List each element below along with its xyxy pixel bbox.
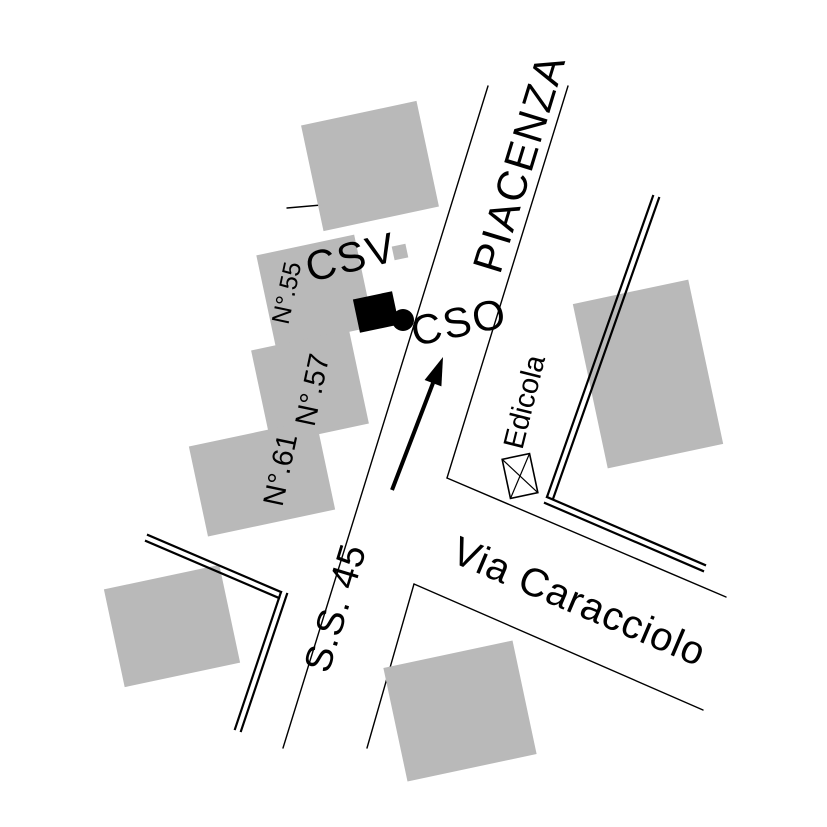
location-marker-square (352, 291, 400, 333)
building-n61 (188, 419, 336, 537)
road-edge-main-right-upper (446, 85, 569, 479)
fence-left-line (239, 592, 289, 733)
road-edge-main-left (282, 85, 489, 749)
label-edicola: Edicola (498, 351, 552, 452)
fence-left (144, 533, 289, 733)
fence-left-line (233, 590, 283, 731)
fence-left-line (146, 533, 283, 594)
building-right (572, 279, 724, 469)
road-edge-via-caracciolo-lower (413, 583, 704, 711)
road-edge-via-caracciolo-upper (446, 477, 727, 598)
kiosk-cross-line (509, 453, 531, 499)
label-route-ss45: S.S. 45 (297, 539, 376, 677)
direction-arrow-icon (390, 357, 443, 491)
buildings (103, 100, 724, 782)
building-n57 (251, 329, 369, 445)
building-n55 (256, 234, 374, 348)
direction-arrow-shaft (390, 382, 435, 491)
label-csv: CSV (301, 223, 402, 291)
building-bottom-left (103, 564, 241, 688)
fence-right-line (543, 501, 705, 573)
fence-right-line (545, 495, 707, 567)
fence-right (543, 194, 707, 573)
small-annex-square (391, 243, 409, 261)
building-bottom-center (383, 640, 537, 782)
fence-right-line (545, 194, 655, 499)
location-marker-icon (352, 291, 414, 333)
location-marker-dot (392, 309, 414, 331)
direction-arrow-head (424, 357, 443, 387)
road-edge-main-right-lower (366, 583, 415, 749)
kiosk-icon (501, 452, 539, 500)
building-top (301, 100, 439, 232)
fence-right-line (551, 196, 661, 501)
fence-left-line (144, 539, 281, 600)
